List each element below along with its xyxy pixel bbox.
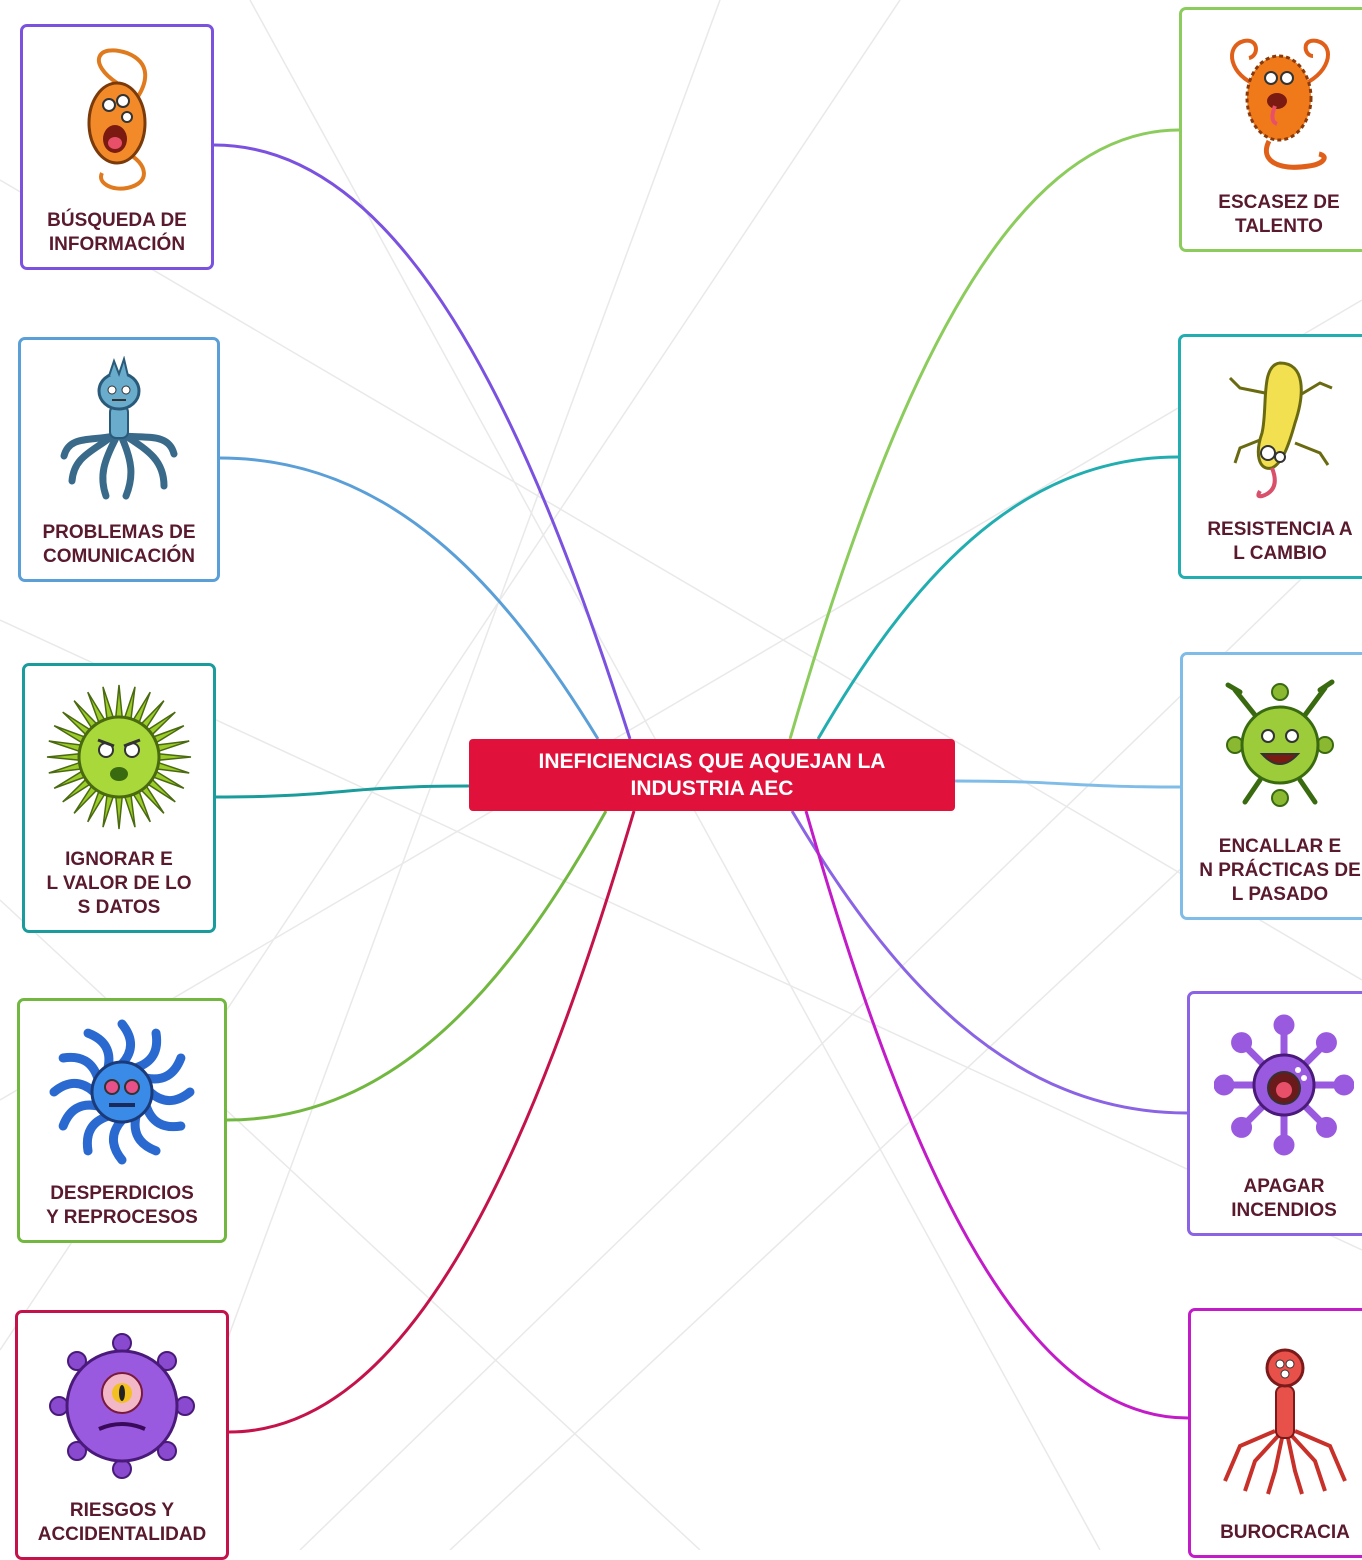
topic-label: BUROCRACIA bbox=[1220, 1522, 1350, 1543]
topic-busqueda-de-informacion[interactable]: BÚSQUEDA DE INFORMACIÓN bbox=[20, 24, 214, 270]
topic-escasez-de-talento[interactable]: ESCASEZ DE TALENTO bbox=[1179, 7, 1362, 252]
connector-3 bbox=[226, 810, 608, 1122]
topic-encallar-en-practicas-del-pasado[interactable]: ENCALLAR E N PRÁCTICAS DE L PASADO bbox=[1180, 652, 1362, 920]
yellow-bacillus-germ-icon bbox=[1181, 337, 1362, 518]
green-virus-germ-icon bbox=[1183, 655, 1362, 835]
orange-worm-germ-icon bbox=[23, 27, 211, 209]
topic-label: IGNORAR E L VALOR DE LO S DATOS bbox=[46, 849, 192, 918]
topic-label: PROBLEMAS DE COMUNICACIÓN bbox=[42, 522, 196, 567]
blue-squiggly-germ-icon bbox=[20, 1001, 224, 1182]
topic-apagar-incendios[interactable]: APAGAR INCENDIOS bbox=[1187, 991, 1362, 1236]
connector-7 bbox=[954, 779, 1181, 789]
connector-2 bbox=[215, 784, 470, 799]
topic-burocracia[interactable]: BUROCRACIA bbox=[1188, 1308, 1362, 1558]
topic-resistencia-al-cambio[interactable]: RESISTENCIA A L CAMBIO bbox=[1178, 334, 1362, 579]
orange-hairy-germ-icon bbox=[1182, 10, 1362, 191]
topic-label: RESISTENCIA A L CAMBIO bbox=[1207, 519, 1353, 564]
purple-virus-germ-icon bbox=[1190, 994, 1362, 1175]
connector-0 bbox=[213, 143, 632, 740]
topic-label: DESPERDICIOS Y REPROCESOS bbox=[46, 1183, 198, 1228]
red-spider-germ-icon bbox=[1191, 1311, 1362, 1521]
connector-8 bbox=[790, 810, 1188, 1115]
topic-label: RIESGOS Y ACCIDENTALIDAD bbox=[37, 1500, 207, 1545]
connector-6 bbox=[816, 455, 1179, 740]
topic-label: BÚSQUEDA DE INFORMACIÓN bbox=[47, 210, 187, 255]
blue-tentacle-germ-icon bbox=[21, 340, 217, 521]
green-spiky-germ-icon bbox=[25, 666, 213, 848]
purple-cyclops-germ-icon bbox=[18, 1313, 226, 1499]
connector-5 bbox=[788, 128, 1180, 740]
connector-9 bbox=[804, 810, 1189, 1420]
topic-label: APAGAR INCENDIOS bbox=[1231, 1176, 1337, 1221]
topic-desperdicios-y-reprocesos[interactable]: DESPERDICIOS Y REPROCESOS bbox=[17, 998, 227, 1243]
connector-1 bbox=[219, 456, 600, 740]
topic-label: ENCALLAR E N PRÁCTICAS DE L PASADO bbox=[1199, 836, 1361, 905]
central-topic-title: INEFICIENCIAS QUE AQUEJAN LA INDUSTRIA A… bbox=[538, 750, 886, 800]
connector-4 bbox=[228, 810, 636, 1434]
central-topic[interactable]: INEFICIENCIAS QUE AQUEJAN LA INDUSTRIA A… bbox=[469, 739, 955, 811]
topic-problemas-de-comunicacion[interactable]: PROBLEMAS DE COMUNICACIÓN bbox=[18, 337, 220, 582]
topic-ignorar-el-valor-de-los-datos[interactable]: IGNORAR E L VALOR DE LO S DATOS bbox=[22, 663, 216, 933]
topic-riesgos-y-accidentalidad[interactable]: RIESGOS Y ACCIDENTALIDAD bbox=[15, 1310, 229, 1560]
topic-label: ESCASEZ DE TALENTO bbox=[1218, 192, 1340, 237]
